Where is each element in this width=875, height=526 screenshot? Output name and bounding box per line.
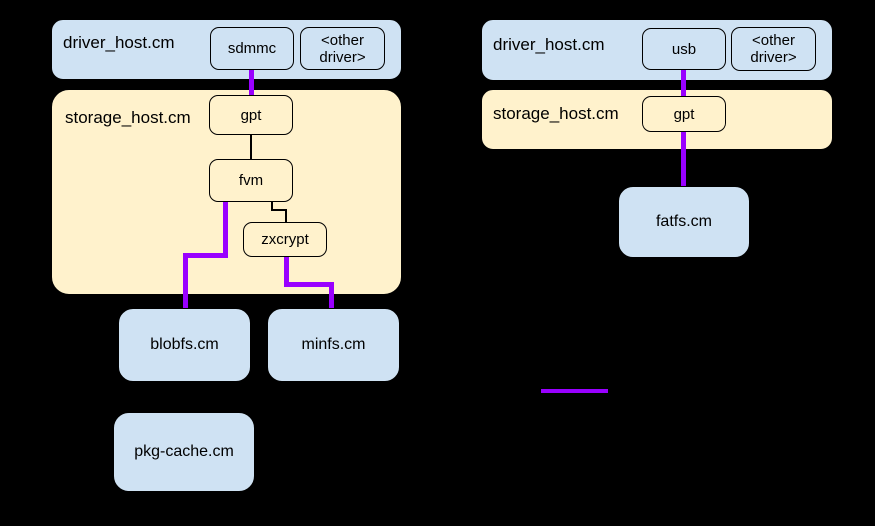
connector-fvm-zxcrypt [271, 201, 273, 211]
fatfs-node: fatfs.cm [618, 186, 750, 258]
other-driver-node-right: <other driver> [731, 27, 816, 71]
connector-zxcrypt-minfs [329, 282, 334, 309]
driver-host-label-left: driver_host.cm [63, 33, 175, 52]
driver-host-label-right: driver_host.cm [493, 35, 605, 54]
connector-gpt-fatfs [681, 131, 686, 187]
connector-usb-gpt [681, 70, 686, 97]
pkg-cache-node: pkg-cache.cm [113, 412, 255, 492]
zxcrypt-node: zxcrypt [243, 222, 327, 257]
fvm-node: fvm [209, 159, 293, 202]
connector-zxcrypt-minfs [284, 282, 334, 287]
connector-fvm-blobfs [183, 253, 188, 309]
storage-host-label-left: storage_host.cm [65, 108, 191, 127]
connector-fvm-blobfs [183, 253, 228, 258]
connector-sdmmc-gpt [249, 70, 254, 96]
blobfs-node: blobfs.cm [118, 308, 251, 382]
minfs-node: minfs.cm [267, 308, 400, 382]
connector-fvm-zxcrypt [285, 209, 287, 223]
legend-purple-line [541, 389, 608, 393]
gpt-node-right: gpt [642, 96, 726, 132]
gpt-node-left: gpt [209, 95, 293, 135]
usb-driver-node: usb [642, 28, 726, 70]
connector-fvm-blobfs [223, 201, 228, 258]
connector-fvm-zxcrypt [271, 209, 287, 211]
other-driver-node-left: <other driver> [300, 27, 385, 70]
connector-gpt-fvm [250, 135, 252, 160]
storage-host-label-right: storage_host.cm [493, 104, 619, 123]
connector-zxcrypt-minfs [284, 257, 289, 287]
sdmmc-driver-node: sdmmc [210, 27, 294, 70]
